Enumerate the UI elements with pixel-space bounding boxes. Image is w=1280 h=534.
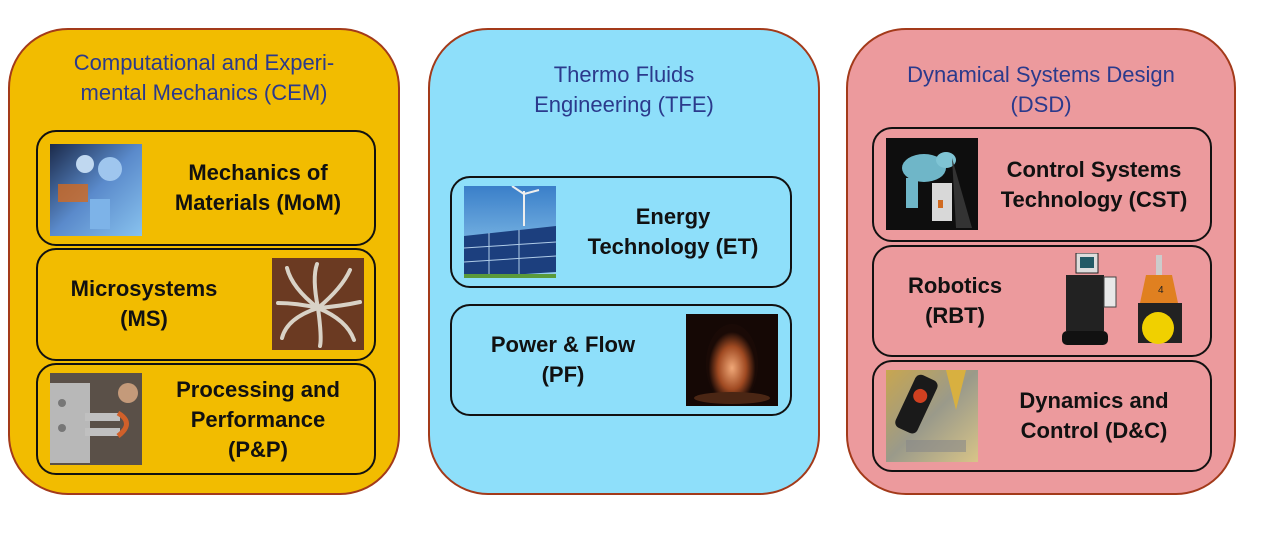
robots-photo-icon: 4 [1062, 253, 1182, 345]
title-line: mental Mechanics (CEM) [80, 80, 328, 105]
section-label: Power & Flow (PF) [490, 332, 636, 387]
group-cem: Computational and Experi- mental Mechani… [8, 28, 400, 495]
robot-arm-photo-icon [886, 138, 978, 230]
section-label: Energy Technology (ET) [587, 204, 759, 259]
section-mom[interactable]: Mechanics of Materials (MoM) [36, 130, 376, 246]
title-line: Thermo Fluids [553, 62, 695, 87]
section-cst[interactable]: Control Systems Technology (CST) [872, 127, 1212, 242]
group-title: Dynamical Systems Design (DSD) [848, 60, 1234, 120]
section-et[interactable]: Energy Technology (ET) [450, 176, 792, 288]
svg-text:4: 4 [1158, 285, 1164, 296]
lab-equipment-photo-icon [50, 373, 142, 465]
title-line: Engineering (TFE) [534, 92, 714, 117]
title-line: (DSD) [1010, 92, 1072, 117]
flame-photo-icon [686, 314, 778, 406]
section-pp[interactable]: Processing and Performance (P&P) [36, 363, 376, 475]
section-label: Microsystems (MS) [70, 276, 218, 331]
group-title: Thermo Fluids Engineering (TFE) [430, 60, 818, 120]
section-label: Control Systems Technology (CST) [1000, 157, 1188, 212]
section-label: Robotics (RBT) [907, 273, 1003, 328]
section-ms[interactable]: Microsystems (MS) [36, 248, 376, 361]
phone-device-photo-icon [886, 370, 978, 462]
section-rbt[interactable]: Robotics (RBT) 4 [872, 245, 1212, 357]
group-tfe: Thermo Fluids Engineering (TFE) Energy T… [428, 28, 820, 495]
title-line: Dynamical Systems Design [907, 62, 1175, 87]
title-line: Computational and Experi- [73, 50, 335, 75]
section-pf[interactable]: Power & Flow (PF) [450, 304, 792, 416]
microscope-photo-icon [50, 144, 142, 236]
micro-structure-photo-icon [272, 258, 364, 350]
section-label: Mechanics of Materials (MoM) [174, 160, 342, 215]
group-dsd: Dynamical Systems Design (DSD) Control S… [846, 28, 1236, 495]
section-label: Dynamics and Control (D&C) [1019, 388, 1169, 443]
section-label: Processing and Performance (P&P) [176, 377, 340, 462]
group-title: Computational and Experi- mental Mechani… [10, 48, 398, 108]
section-dc[interactable]: Dynamics and Control (D&C) [872, 360, 1212, 472]
solar-wind-photo-icon [464, 186, 556, 278]
